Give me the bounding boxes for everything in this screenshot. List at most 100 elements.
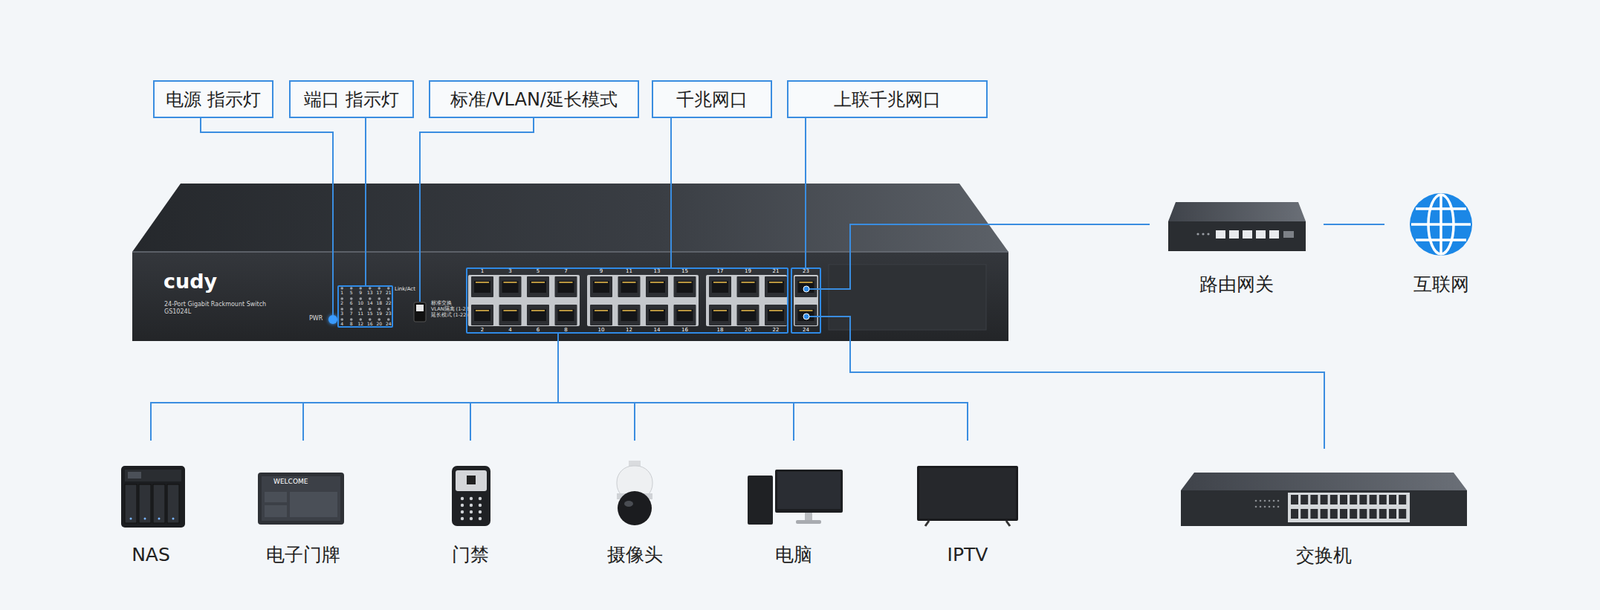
- router-led: [1206, 232, 1210, 235]
- small-switch-port: [1398, 494, 1407, 505]
- keypad-key: [478, 497, 482, 501]
- router-front-face: [1168, 221, 1306, 252]
- globe-parallel: [1415, 238, 1467, 242]
- router-top-face: [1168, 202, 1306, 222]
- connector-line: [364, 118, 367, 286]
- device-label: 交换机: [1180, 545, 1467, 568]
- router-led: [1201, 232, 1204, 235]
- led-number: 4: [337, 321, 348, 327]
- switch-front-face: [132, 251, 1009, 342]
- port-pins: [531, 309, 545, 312]
- led-number: 18: [374, 300, 385, 306]
- callout-box: 标准/VLAN/延长模式: [428, 80, 640, 119]
- keypad-key: [469, 503, 473, 507]
- small-switch-led: [1255, 506, 1258, 509]
- led-number: 19: [374, 310, 385, 316]
- device-label: 摄像头: [582, 544, 687, 567]
- connector-line: [821, 316, 1325, 449]
- small-switch-port: [1379, 494, 1387, 505]
- port-cavity: [558, 309, 575, 322]
- port-pins: [622, 309, 637, 312]
- router-port: [1229, 230, 1239, 239]
- small-switch-port: [1290, 509, 1299, 519]
- connector-line: [1323, 223, 1385, 226]
- port-led: [350, 297, 353, 301]
- switch-top-face: [132, 183, 1009, 252]
- nas-led: [144, 517, 147, 521]
- gigabit-port-group: 13579111315171921246810121416182022: [465, 267, 789, 334]
- port-block: [468, 274, 580, 327]
- port-pins: [622, 281, 637, 284]
- switch-front-panel: cudy24-Port Gigabit Rackmount SwitchGS10…: [132, 251, 1009, 342]
- door-sign-device: WELCOME电子门牌: [243, 440, 363, 571]
- port-led: [340, 286, 344, 290]
- led-number: 24: [384, 321, 394, 327]
- rj45-port: [674, 276, 697, 298]
- small-switch-port: [1300, 494, 1308, 505]
- mode-label: 延长模式 (1-22): [431, 312, 469, 319]
- callout-label: 千兆网口: [676, 87, 748, 112]
- led-number: 10: [355, 300, 366, 306]
- rj45-port: [708, 276, 732, 298]
- port-led: [358, 297, 362, 301]
- port-number: 11: [620, 268, 639, 275]
- nas-bay: [124, 484, 137, 524]
- keypad-key: [469, 510, 473, 514]
- port-number: 19: [739, 268, 758, 275]
- rj45-port: [526, 304, 550, 326]
- small-switch-front: [1180, 490, 1467, 527]
- power-led: PWR: [328, 315, 338, 325]
- tv-foot: [1006, 520, 1010, 527]
- door-sign-body: [257, 472, 345, 525]
- small-switch-led: [1259, 500, 1262, 503]
- port-led: [387, 307, 391, 311]
- led-number: 8: [347, 321, 357, 327]
- small-switch-led: [1259, 506, 1262, 509]
- port-number: 23: [792, 268, 820, 275]
- port-cavity: [767, 280, 785, 293]
- port-number: 15: [676, 268, 695, 275]
- small-switch-port: [1310, 494, 1318, 505]
- port-number: 21: [766, 268, 785, 275]
- led-number: 9: [355, 289, 366, 296]
- small-switch-led: [1277, 500, 1280, 503]
- monitor-base: [795, 520, 822, 524]
- access-control-device: 门禁: [418, 440, 523, 571]
- led-number: 7: [347, 310, 357, 316]
- small-switch-led: [1264, 500, 1267, 503]
- port-number: 2: [473, 326, 492, 334]
- callout-box: 端口 指示灯: [289, 80, 414, 119]
- led-number: 20: [374, 321, 385, 327]
- callout-label: 电源 指示灯: [165, 87, 261, 112]
- port-cavity: [474, 309, 491, 322]
- small-switch-port: [1349, 509, 1357, 519]
- card-reader: [455, 470, 487, 492]
- port-pins: [503, 309, 518, 312]
- port-cavity: [593, 280, 610, 293]
- connector-line: [200, 118, 333, 316]
- port-led: [387, 286, 391, 290]
- port-pins: [559, 309, 573, 312]
- port-number: 24: [792, 326, 820, 334]
- rj45-port: [471, 276, 494, 298]
- access-body: [451, 465, 491, 527]
- port-dot: [803, 313, 810, 320]
- screen-text: WELCOME: [273, 477, 308, 486]
- switch-blank-panel: [828, 264, 987, 330]
- port-led: [350, 318, 353, 322]
- port-pins: [741, 309, 756, 312]
- small-switch-port: [1369, 509, 1378, 519]
- device-label: 互联网: [1384, 274, 1498, 296]
- port-led: [350, 286, 353, 290]
- port-led: [340, 307, 344, 311]
- pc-tower: [747, 475, 773, 525]
- door-sign-panel: [289, 491, 338, 518]
- tv-bezel: [917, 465, 1019, 521]
- router-port: [1269, 230, 1279, 239]
- small-switch-port: [1359, 509, 1367, 519]
- rj45-port: [645, 276, 669, 298]
- rj45-port: [555, 304, 578, 326]
- port-pins: [594, 281, 608, 284]
- callout-label: 上联千兆网口: [833, 87, 941, 112]
